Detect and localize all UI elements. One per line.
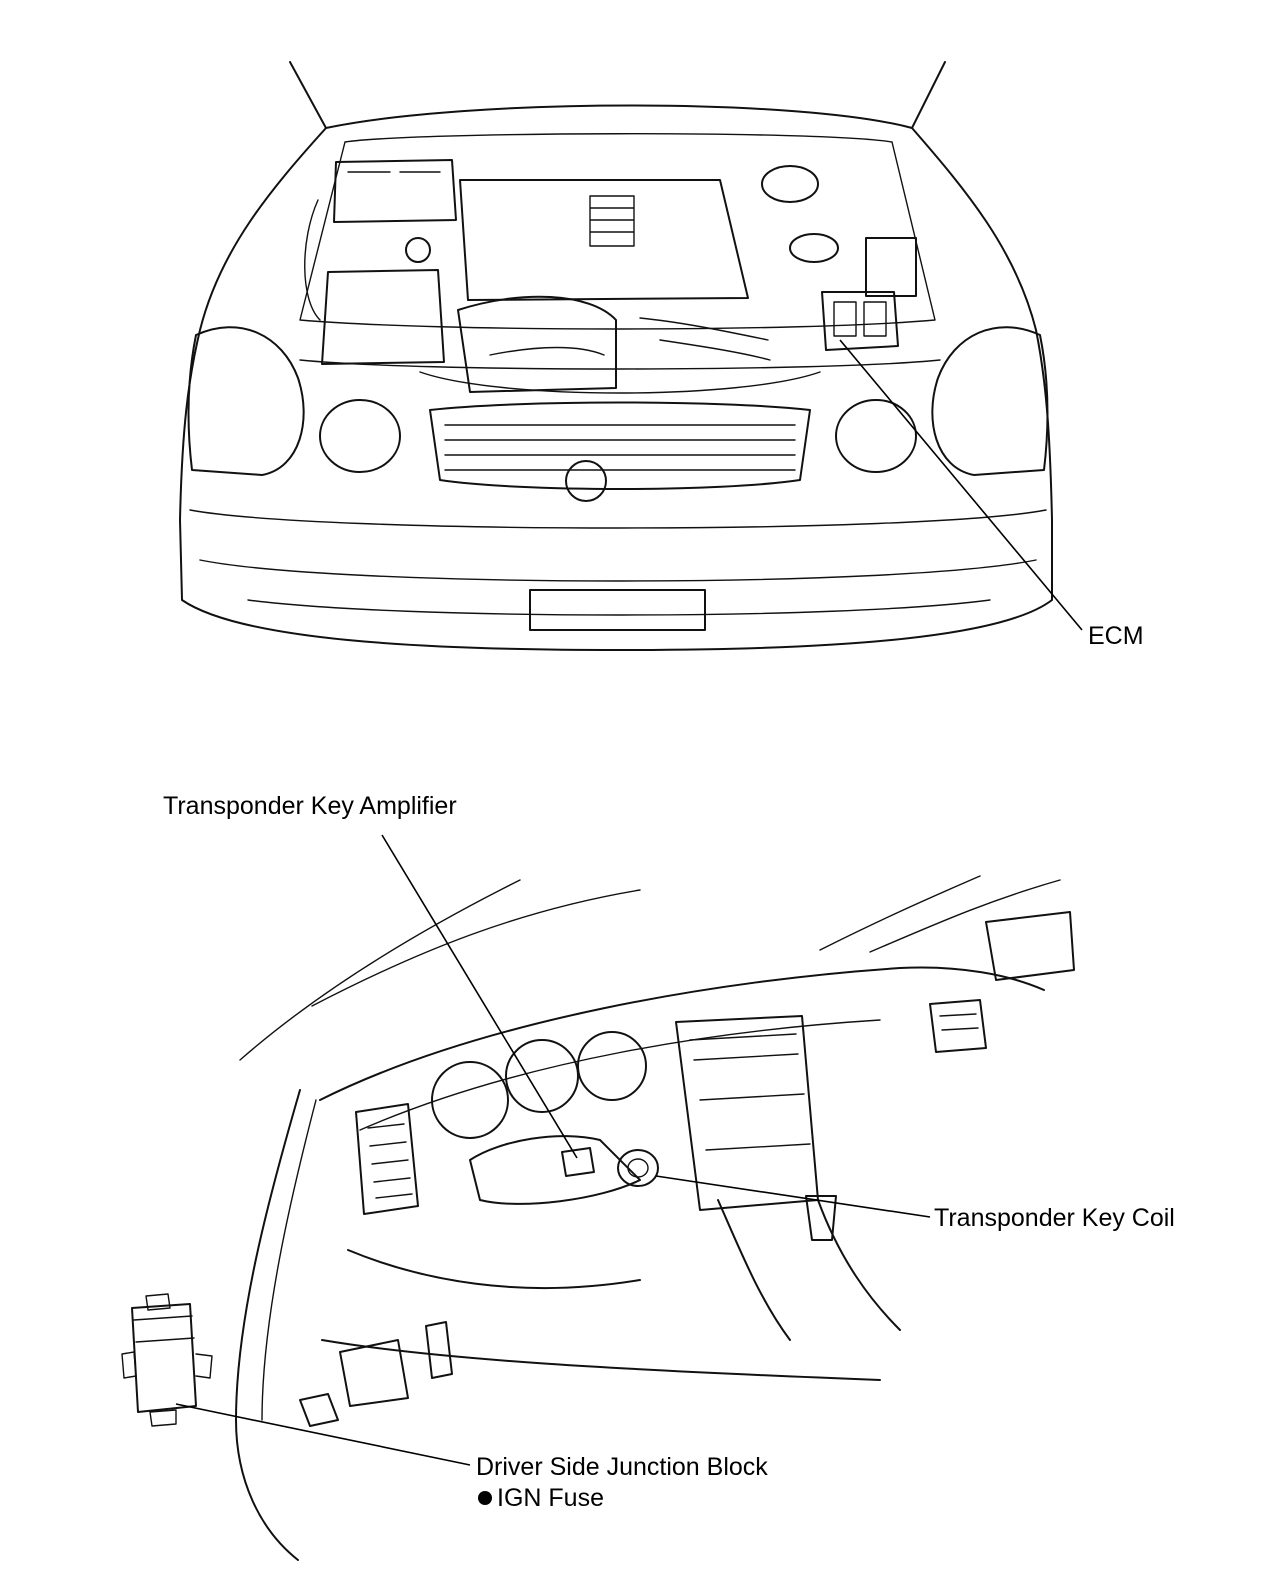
engine-bay-illustration xyxy=(179,61,1053,651)
ign-fuse-text: IGN Fuse xyxy=(497,1484,604,1512)
ign-fuse-label: IGN Fuse xyxy=(478,1484,604,1513)
bullet-icon xyxy=(478,1491,492,1505)
interior-illustration xyxy=(121,875,1075,1561)
ecm-label: ECM xyxy=(1088,622,1144,650)
driver-side-junction-block-leader-line xyxy=(175,1403,471,1466)
ecm-leader-line xyxy=(839,339,1083,631)
transponder-key-coil-leader-line xyxy=(655,1175,931,1218)
transponder-key-amplifier-leader-line xyxy=(381,834,578,1159)
transponder-key-coil-label: Transponder Key Coil xyxy=(934,1204,1175,1232)
transponder-key-amplifier-label: Transponder Key Amplifier xyxy=(163,792,457,820)
driver-side-junction-block-label: Driver Side Junction Block xyxy=(476,1453,768,1481)
